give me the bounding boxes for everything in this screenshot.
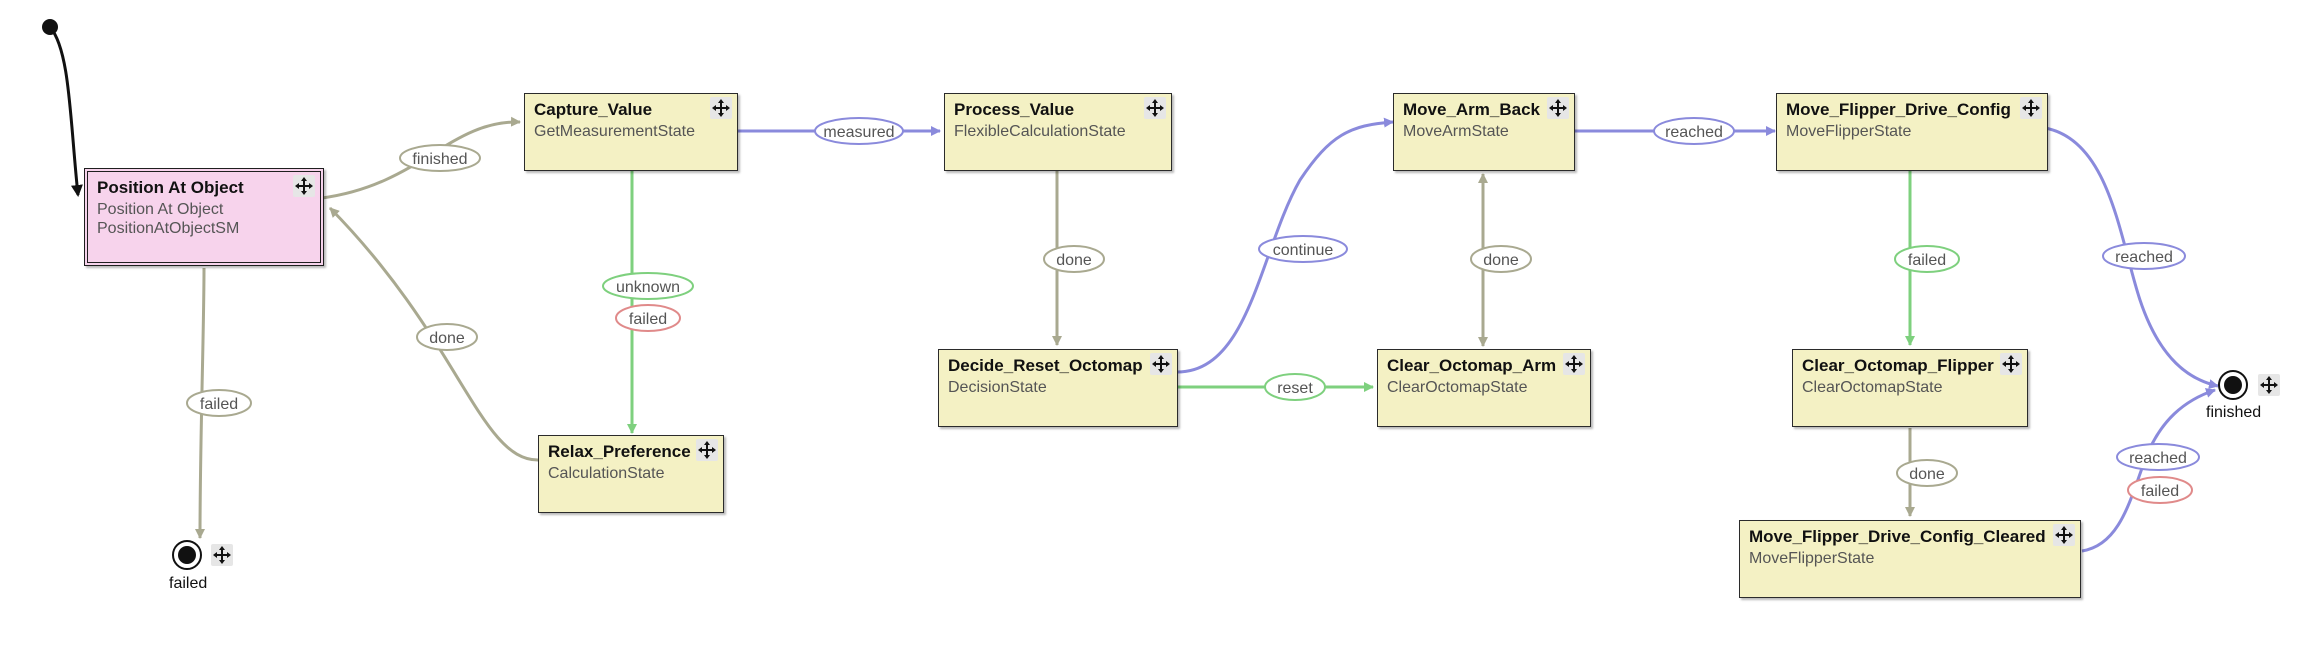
svg-text:done: done — [1483, 252, 1519, 269]
state-name: Relax_Preference — [548, 442, 691, 461]
state-clear-octomap-arm[interactable]: Clear_Octomap_Arm ClearOctomapState — [1377, 349, 1591, 427]
svg-text:failed: failed — [2141, 483, 2179, 500]
state-class-secondary: PositionAtObjectSM — [97, 220, 240, 237]
move-handle-icon[interactable] — [2053, 524, 2075, 546]
move-handle-icon[interactable] — [2258, 374, 2280, 396]
edge-pao-failed[interactable] — [195, 267, 206, 539]
state-move-flipper-drive-config-cleared[interactable]: Move_Flipper_Drive_Config_Cleared MoveFl… — [1739, 520, 2081, 598]
label-pao-failed[interactable]: failed — [186, 389, 252, 417]
state-name: Position At Object — [97, 178, 244, 197]
state-move-arm-back[interactable]: Move_Arm_Back MoveArmState — [1393, 93, 1575, 171]
state-class: MoveArmState — [1403, 123, 1509, 140]
label-capture-unknown[interactable]: unknown — [602, 272, 694, 300]
state-move-flipper-drive-config[interactable]: Move_Flipper_Drive_Config MoveFlipperSta… — [1776, 93, 2048, 171]
label-decide-continue[interactable]: continue — [1258, 235, 1348, 263]
state-name: Capture_Value — [534, 100, 653, 119]
move-handle-icon[interactable] — [1547, 97, 1569, 119]
edge-decide-continue[interactable] — [1176, 117, 1394, 374]
svg-text:done: done — [429, 330, 465, 347]
outcome-failed-icon[interactable] — [172, 540, 202, 570]
state-name: Decide_Reset_Octomap — [948, 356, 1143, 375]
edge-flipper-reached[interactable] — [2044, 126, 2219, 389]
state-class: GetMeasurementState — [534, 123, 695, 140]
state-relax-preference[interactable]: Relax_Preference CalculationState — [538, 435, 724, 513]
label-cleared-reached[interactable]: reached — [2116, 443, 2200, 471]
state-process-value[interactable]: Process_Value FlexibleCalculationState — [944, 93, 1172, 171]
label-capture-failed[interactable]: failed — [615, 304, 681, 332]
label-clear-arm-done[interactable]: done — [1470, 245, 1532, 273]
outcome-finished-icon[interactable] — [2218, 370, 2248, 400]
move-handle-icon[interactable] — [293, 175, 315, 197]
label-pao-finished[interactable]: finished — [399, 144, 481, 172]
state-name: Clear_Octomap_Arm — [1387, 356, 1557, 375]
move-handle-icon[interactable] — [2020, 97, 2042, 119]
outcome-finished-label: finished — [2206, 404, 2262, 421]
state-class: ClearOctomapState — [1802, 379, 1943, 396]
svg-text:failed: failed — [200, 396, 238, 413]
state-name: Move_Flipper_Drive_Config_Cleared — [1749, 527, 2046, 546]
move-handle-icon[interactable] — [696, 439, 718, 461]
state-class: MoveFlipperState — [1749, 550, 1875, 567]
state-decide-reset-octomap[interactable]: Decide_Reset_Octomap DecisionState — [938, 349, 1178, 427]
svg-text:done: done — [1056, 252, 1092, 269]
state-class: FlexibleCalculationState — [954, 123, 1126, 140]
label-capture-measured[interactable]: measured — [814, 117, 904, 145]
state-clear-octomap-flipper[interactable]: Clear_Octomap_Flipper ClearOctomapState — [1792, 349, 2028, 427]
state-name: Move_Flipper_Drive_Config — [1786, 100, 2011, 119]
move-handle-icon[interactable] — [1150, 353, 1172, 375]
move-handle-icon[interactable] — [710, 97, 732, 119]
state-name: Clear_Octomap_Flipper — [1802, 356, 1994, 375]
state-class: MoveFlipperState — [1786, 123, 1912, 140]
label-cleared-failed[interactable]: failed — [2127, 476, 2193, 504]
label-clear-flipper-done[interactable]: done — [1896, 459, 1958, 487]
svg-text:failed: failed — [629, 311, 667, 328]
label-flipper-failed[interactable]: failed — [1894, 245, 1960, 273]
label-flipper-reached[interactable]: reached — [2102, 242, 2186, 270]
svg-text:reached: reached — [2115, 249, 2173, 266]
label-relax-done[interactable]: done — [416, 323, 478, 351]
label-decide-reset[interactable]: reset — [1264, 373, 1326, 401]
svg-text:unknown: unknown — [616, 279, 680, 296]
label-arm-back-reached[interactable]: reached — [1653, 117, 1735, 145]
move-handle-icon[interactable] — [2000, 353, 2022, 375]
svg-text:finished: finished — [412, 151, 467, 168]
move-handle-icon[interactable] — [211, 544, 233, 566]
svg-text:failed: failed — [1908, 252, 1946, 269]
state-capture-value[interactable]: Capture_Value GetMeasurementState — [524, 93, 738, 171]
move-handle-icon[interactable] — [1144, 97, 1166, 119]
svg-text:reset: reset — [1277, 380, 1313, 397]
edge-relax-done[interactable] — [328, 206, 539, 462]
state-name: Process_Value — [954, 100, 1075, 119]
svg-text:done: done — [1909, 466, 1945, 483]
svg-text:continue: continue — [1273, 242, 1334, 259]
state-position-at-object[interactable]: Position At Object Position At Object Po… — [84, 168, 324, 266]
state-name: Move_Arm_Back — [1403, 100, 1541, 119]
svg-text:measured: measured — [823, 124, 894, 141]
move-handle-icon[interactable] — [1563, 353, 1585, 375]
outcome-failed-label: failed — [169, 575, 208, 592]
state-class: Position At Object — [97, 201, 224, 218]
svg-text:reached: reached — [2129, 450, 2187, 467]
state-class: ClearOctomapState — [1387, 379, 1528, 396]
state-class: CalculationState — [548, 465, 665, 482]
state-class: DecisionState — [948, 379, 1047, 396]
initial-transition — [48, 26, 83, 197]
svg-text:reached: reached — [1665, 124, 1723, 141]
label-process-done[interactable]: done — [1043, 245, 1105, 273]
